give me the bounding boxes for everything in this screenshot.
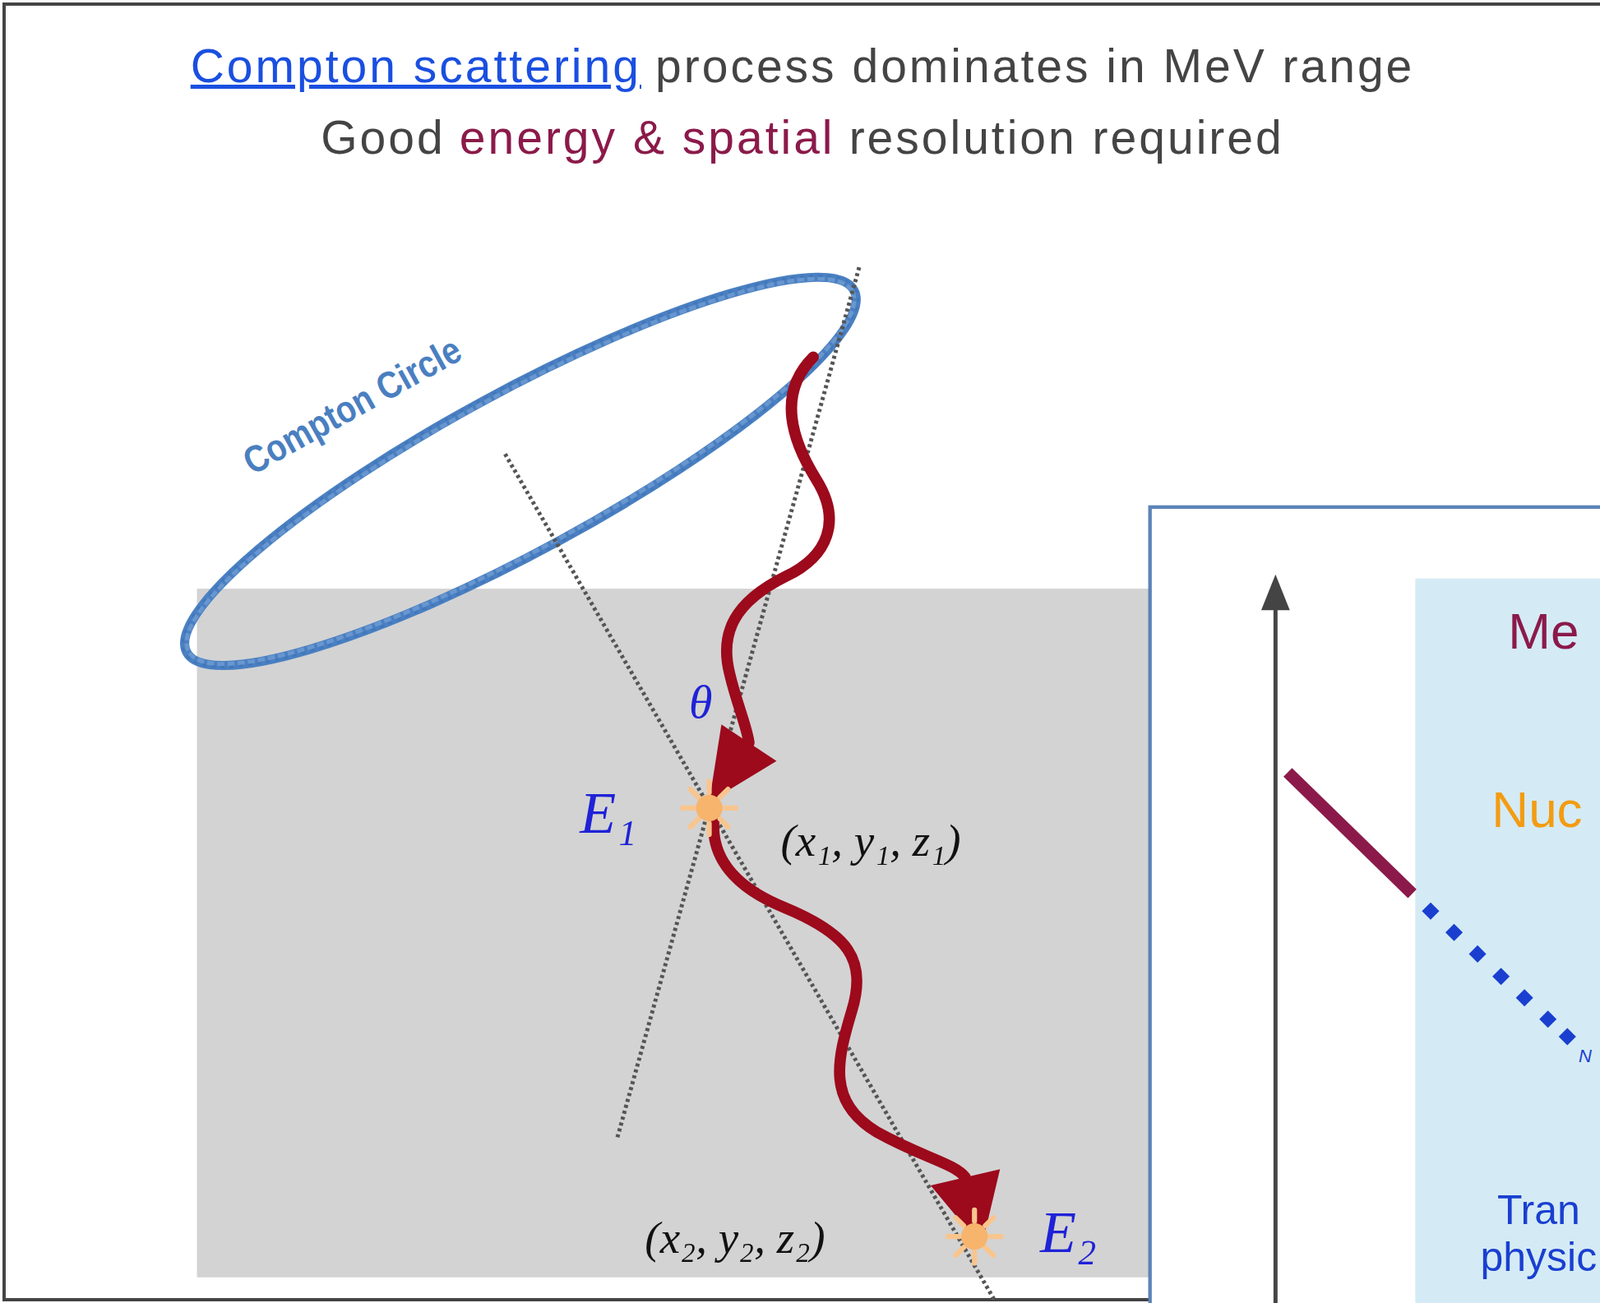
region-text: Nuc [1491, 780, 1582, 839]
highlight-text: energy & spatial [459, 110, 836, 164]
energy-label: E₁ [579, 781, 637, 847]
axis-arrowhead [1261, 574, 1291, 611]
energy-label: E₂ [1040, 1200, 1097, 1266]
cone-edge-line [617, 267, 860, 1138]
circle-label: Compton Circle [235, 328, 468, 483]
position-label: (x₁, y₁, z₁) [780, 816, 961, 867]
title-line: Good energy & spatialresolution required [0, 110, 1600, 166]
angle-symbol: θ [689, 675, 713, 729]
inset-panel [1150, 507, 1600, 1303]
title-text: process dominates in MeV range [655, 39, 1415, 93]
interaction-point [947, 1210, 1002, 1264]
region-text: Me [1507, 601, 1579, 661]
region-band: MeNucTran physic [1415, 578, 1600, 1303]
title-line: Compton scatteringprocess dominates in M… [0, 39, 1600, 94]
link-text: Compton scattering [190, 39, 642, 93]
interaction-point [682, 781, 736, 836]
node-fill-layer [1415, 578, 1600, 1303]
photon-arrowhead [709, 724, 777, 802]
region-fill [1415, 578, 1600, 1303]
region-text: Tran physic [1460, 1187, 1600, 1282]
scattered-photon [713, 816, 966, 1178]
axis-label: N [1578, 1046, 1592, 1067]
sensitivity-dotted-line [1421, 902, 1576, 1046]
incoming-photon [726, 356, 830, 743]
title-text: Good [320, 110, 445, 164]
position-label: (x₂, y₂, z₂) [644, 1213, 825, 1264]
compton-circle [146, 217, 896, 726]
y-axis [1273, 608, 1278, 1303]
sensitivity-line [1287, 772, 1412, 894]
title-text: resolution required [849, 110, 1285, 164]
detector-block [197, 588, 1218, 1278]
cone-axis-line [504, 453, 995, 1301]
